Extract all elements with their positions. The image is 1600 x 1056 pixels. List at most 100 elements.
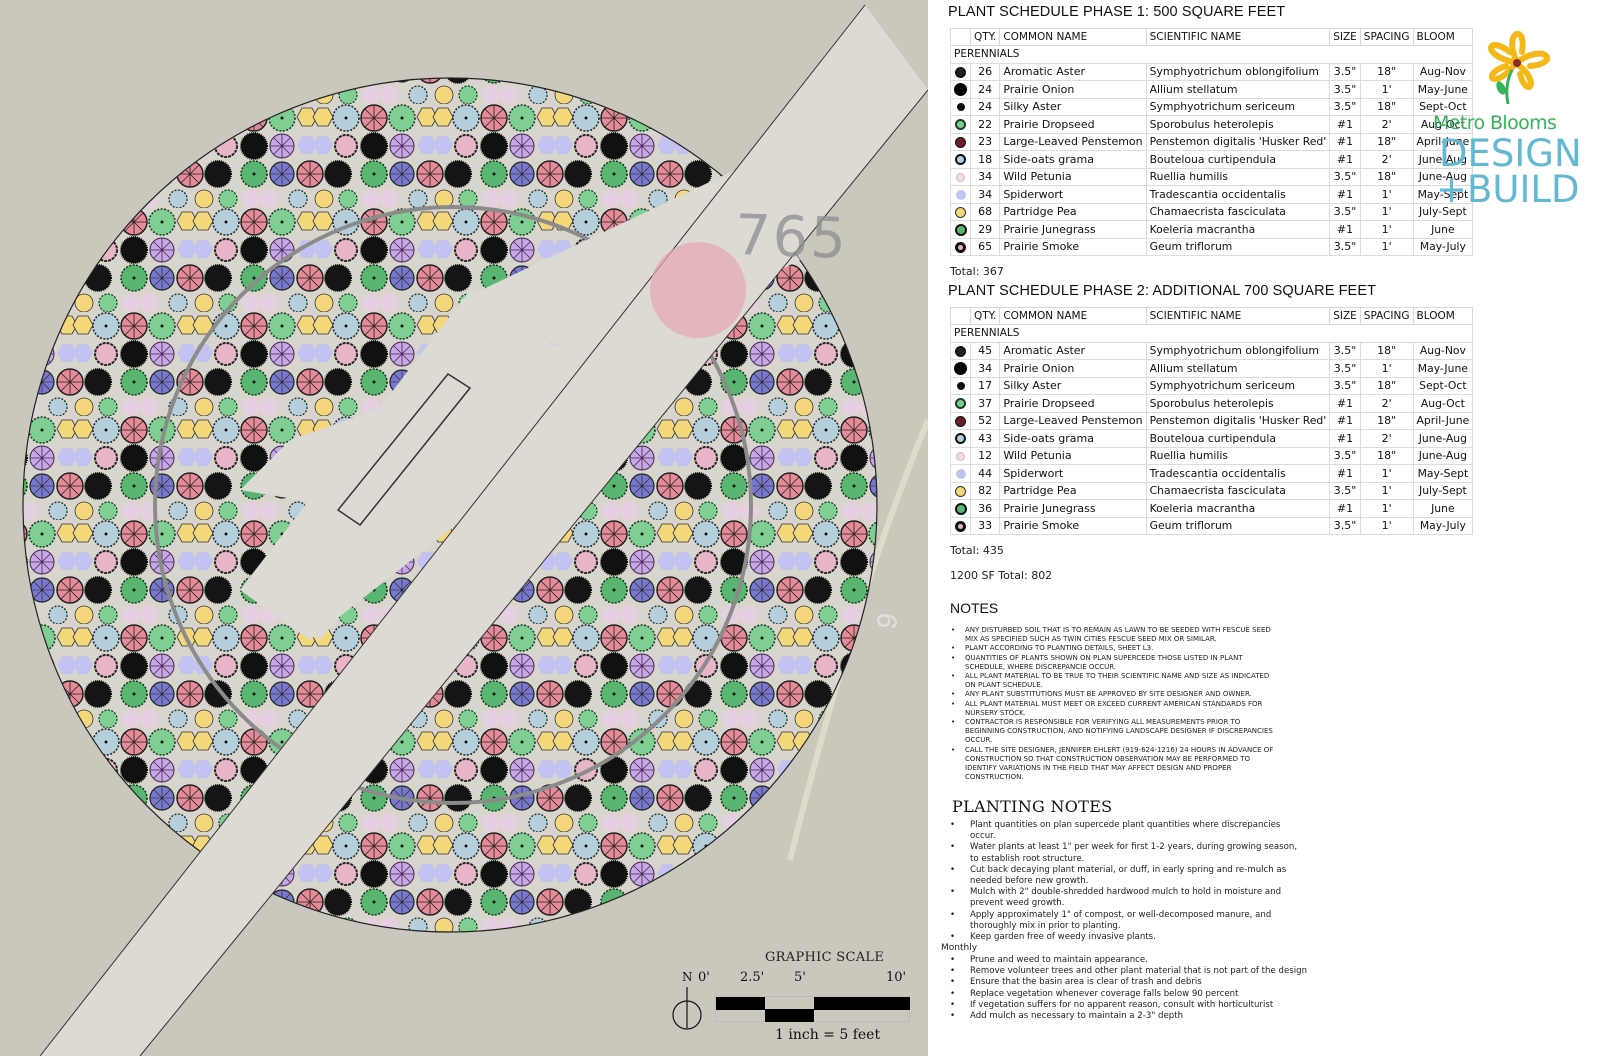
aromatic-aster-icon	[955, 345, 966, 357]
col-common-name: COMMON NAME	[999, 307, 1147, 325]
penstemon-icon	[955, 136, 966, 148]
prairie-smoke-icon	[955, 241, 966, 253]
side-oats-grama-icon	[955, 433, 966, 445]
north-arrow-icon: N	[668, 970, 708, 1040]
table-header-row: QTY. COMMON NAME SCIENTIFIC NAME SIZE SP…	[950, 28, 1474, 46]
graphic-scale-title: GRAPHIC SCALE	[765, 950, 885, 965]
phase1-total: Total: 367	[950, 265, 1004, 278]
category-row: PERENNIALS	[949, 45, 1474, 64]
scale-caption: 1 inch = 5 feet	[775, 1027, 881, 1043]
planting-note-item: Water plants at least 1" per week for fi…	[938, 842, 1308, 864]
prairie-onion-icon	[954, 362, 967, 375]
monthly-note-item: Ensure that the basin area is clear of t…	[938, 977, 1308, 988]
scale-tick-5: 5'	[794, 970, 806, 985]
note-item: ALL PLANT MATERIAL MUST MEET OR EXCEED C…	[948, 700, 1278, 718]
scale-tick-0: 0'	[698, 970, 710, 985]
silky-aster-icon	[956, 103, 965, 112]
flower-icon	[1488, 30, 1551, 105]
table-header-row: QTY. COMMON NAME SCIENTIFIC NAME SIZE SP…	[950, 307, 1474, 325]
monthly-note-item: Remove volunteer trees and other plant m…	[938, 966, 1308, 977]
col-bloom: BLOOM	[1412, 28, 1474, 46]
silky-aster-icon	[956, 382, 965, 391]
col-symbol	[950, 307, 971, 325]
partridge-pea-icon	[955, 206, 966, 218]
aromatic-aster-icon	[955, 66, 966, 78]
category-label: PERENNIALS	[949, 45, 1474, 64]
street-number: 765	[733, 203, 849, 272]
col-spacing: SPACING	[1359, 28, 1414, 46]
monthly-label: Monthly	[941, 943, 978, 953]
col-qty: QTY.	[969, 307, 1001, 325]
note-item: ANY DISTURBED SOIL THAT IS TO REMAIN AS …	[948, 626, 1278, 644]
monthly-note-item: Add mulch as necessary to maintain a 2-3…	[938, 1011, 1308, 1022]
col-scientific-name: SCIENTIFIC NAME	[1145, 307, 1331, 325]
phase2-title: PLANT SCHEDULE PHASE 2: ADDITIONAL 700 S…	[948, 283, 1377, 299]
spiderwort-icon	[955, 189, 966, 200]
note-item: ALL PLANT MATERIAL TO BE TRUE TO THEIR S…	[948, 672, 1278, 690]
planting-notes-list: Plant quantities on plan supercede plant…	[938, 820, 1308, 943]
prairie-junegrass-icon	[954, 223, 967, 236]
prairie-dropseed-icon	[955, 398, 966, 410]
col-bloom: BLOOM	[1412, 307, 1474, 325]
planting-plan: 765 9 N GRAPHIC SCALE 0' 2.5' 5' 10' 1 i…	[0, 0, 928, 1056]
partridge-pea-icon	[955, 485, 966, 497]
planting-note-item: Plant quantities on plan supercede plant…	[938, 820, 1308, 842]
plan-drawing	[22, 4, 928, 1056]
spiderwort-icon	[955, 468, 966, 479]
note-item: PLANT ACCORDING TO PLANTING DETAILS, SHE…	[948, 644, 1278, 653]
schedule-panel: PLANT SCHEDULE PHASE 1: 500 SQUARE FEET …	[928, 0, 1600, 1056]
category-row: PERENNIALS	[949, 324, 1474, 343]
col-common-name: COMMON NAME	[999, 28, 1147, 46]
col-symbol	[950, 28, 971, 46]
monthly-note-item: Prune and weed to maintain appearance.	[938, 955, 1308, 966]
note-item: ANY PLANT SUBSTITUTIONS MUST BE APPROVED…	[948, 690, 1278, 699]
graphic-scale: N GRAPHIC SCALE 0' 2.5' 5' 10' 1 inch = …	[660, 950, 920, 1045]
planting-notes-title: PLANTING NOTES	[952, 797, 1113, 816]
prairie-smoke-icon	[955, 520, 966, 532]
note-item: CONTRACTOR IS RESPONSIBLE FOR VERIFYING …	[948, 718, 1278, 746]
planting-note-item: Apply approximately 1" of compost, or we…	[938, 910, 1308, 932]
prairie-onion-icon	[954, 83, 967, 96]
north-label: N	[682, 970, 693, 984]
prairie-dropseed-icon	[955, 119, 966, 131]
monthly-note-item: Replace vegetation whenever coverage fal…	[938, 989, 1308, 1000]
monthly-notes-list: Prune and weed to maintain appearance. R…	[938, 955, 1308, 1022]
phase2-total: Total: 435	[950, 544, 1004, 557]
planting-note-item: Mulch with 2" double-shredded hardwood m…	[938, 887, 1308, 909]
note-item: CALL THE SITE DESIGNER, JENNIFER EHLERT …	[948, 746, 1278, 783]
col-size: SIZE	[1329, 28, 1361, 46]
prairie-junegrass-icon	[954, 502, 967, 515]
phase2-table: QTY. COMMON NAME SCIENTIFIC NAME SIZE SP…	[949, 307, 1474, 535]
logo-design-text: DESIGN	[1439, 132, 1582, 175]
col-scientific-name: SCIENTIFIC NAME	[1145, 28, 1331, 46]
scale-bar	[715, 996, 910, 1022]
col-spacing: SPACING	[1359, 307, 1414, 325]
metro-blooms-logo: Metro Blooms DESIGN +BUILD	[1430, 20, 1600, 210]
monthly-note-item: If vegetation suffers for no apparent re…	[938, 1000, 1308, 1011]
planting-note-item: Cut back decaying plant material, or duf…	[938, 865, 1308, 887]
logo-build-text: +BUILD	[1436, 168, 1580, 211]
scale-tick-10: 10'	[886, 970, 907, 985]
side-oats-grama-icon	[955, 154, 966, 166]
notes-list: ANY DISTURBED SOIL THAT IS TO REMAIN AS …	[948, 626, 1278, 782]
phase1-table: QTY. COMMON NAME SCIENTIFIC NAME SIZE SP…	[949, 28, 1474, 256]
penstemon-icon	[955, 415, 966, 427]
